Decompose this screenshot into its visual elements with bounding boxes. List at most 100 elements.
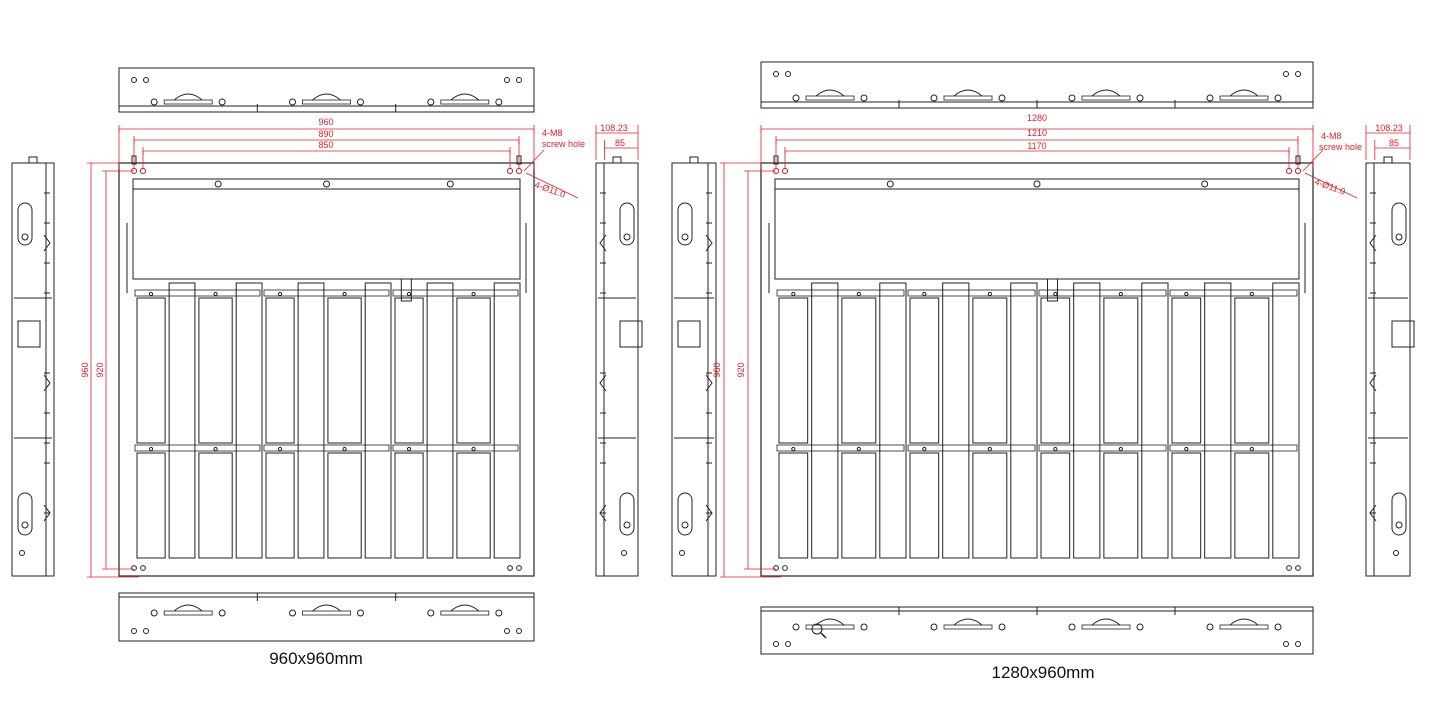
right-dimensions-leader (1304, 172, 1358, 199)
dim-height-total-right: 960 (712, 362, 722, 377)
right-front-view-module-panel (841, 452, 877, 559)
left-side-view-b-outline (595, 162, 639, 577)
left-front-view-module-screw (342, 291, 347, 297)
right-front-view-bottom-hole (1286, 565, 1292, 571)
left-front-view-rib (493, 282, 521, 559)
left-front-view-power-box-screw (214, 180, 222, 188)
left-side-view-a-handle-hole (21, 521, 29, 529)
right-top-profile-hole (1295, 71, 1301, 77)
note-screw-right: 4-M8 (1321, 131, 1342, 141)
right-side-view-b-handle-hole (1395, 521, 1403, 529)
right-bottom-profile-hole (773, 641, 779, 647)
left-front-view-module-screw (406, 446, 412, 452)
right-top-profile-boss-base (1081, 95, 1131, 101)
left-front-view-corner-hole (139, 167, 147, 175)
right-front-view-module-rail (776, 444, 905, 452)
note-screw-hole-right: screw hole (1319, 142, 1362, 152)
cabinet-960x960 (11, 67, 643, 642)
right-front-view-module-panel (1103, 452, 1139, 559)
left-front-view-rib (297, 282, 325, 559)
right-front-view-module-panel (778, 297, 809, 444)
left-side-view-b-lock (599, 234, 607, 252)
right-front-view-rib (811, 282, 839, 559)
left-bottom-profile-outline (118, 592, 535, 642)
left-front-view-module-panel (456, 452, 491, 559)
left-side-view-b (595, 156, 643, 577)
left-front-view-power-box-screw (446, 180, 454, 188)
right-bottom-profile-boss-base (1219, 624, 1269, 630)
left-front-view-module-panel (136, 452, 166, 559)
right-side-view-a (671, 156, 717, 577)
right-side-view-a-handle-hole (681, 521, 689, 529)
left-bottom-profile-hole (131, 628, 137, 634)
left-front-view-module-panel (265, 452, 295, 559)
right-front-view-module-screw (922, 291, 927, 297)
right-top-profile-clamp (1068, 94, 1076, 102)
right-dimensions-leader (1302, 149, 1324, 172)
right-top-profile-hole (773, 71, 779, 77)
left-top-profile-outline (118, 67, 535, 113)
right-bottom-profile-clamp (930, 623, 938, 631)
left-side-view-b-connector-box (619, 320, 643, 348)
right-dimensions (720, 125, 1411, 578)
left-front-view-data-connector (400, 278, 412, 302)
side-dim-inner-left: 85 (615, 138, 625, 148)
left-front-view-module-panel (327, 297, 362, 444)
right-side-view-a-top-pin (689, 156, 699, 164)
left-front-view (118, 155, 535, 577)
right-front-view-power-box-screw (886, 180, 894, 188)
right-bottom-profile (760, 606, 1314, 655)
right-side-view-b-top-pin (1383, 156, 1393, 164)
left-front-view-bottom-hole (516, 565, 522, 571)
left-top-profile-hole (143, 77, 149, 83)
right-side-view-b-lock (1369, 504, 1377, 522)
left-front-view-module-screw (213, 291, 218, 297)
left-front-view-module-screw (471, 291, 476, 297)
left-front-view-corner-hole (515, 167, 523, 175)
right-bottom-profile-clamp (860, 623, 868, 631)
left-top-profile-lifting-boss (173, 93, 203, 101)
side-dim-total-left: 108.23 (600, 123, 628, 133)
left-bottom-profile (118, 592, 535, 642)
left-front-view-module-rail (392, 289, 519, 297)
left-front-view-module-rail (392, 444, 519, 452)
left-side-view-b-lock (599, 504, 607, 522)
right-top-profile-boss-base (943, 95, 993, 101)
left-side-view-a-lock (43, 234, 51, 252)
left-top-profile-hole (504, 77, 510, 83)
right-top-profile-clamp (1136, 94, 1144, 102)
left-side-view-b-hole (621, 550, 627, 556)
left-front-view-rib (235, 282, 263, 559)
left-front-view-module-screw (471, 446, 476, 452)
dim-width-mid-right: 1210 (1027, 128, 1047, 138)
right-side-view-b-lock (1369, 374, 1377, 392)
right-front-view-module-rail (907, 444, 1036, 452)
right-bottom-profile-clamp (1206, 623, 1214, 631)
left-front-view-module-screw (342, 446, 347, 452)
right-front-view-module-panel (1171, 452, 1202, 559)
right-bottom-profile-boss-base (805, 624, 855, 630)
right-front-view-module-screw (1184, 446, 1189, 452)
right-side-view-a-lock (705, 504, 713, 522)
left-front-view-module-panel (136, 297, 166, 444)
dim-height-inner-left: 920 (95, 362, 105, 377)
right-front-view-module-screw (1249, 291, 1254, 297)
left-front-view-module-rail (134, 444, 261, 452)
right-front-view-rib (1141, 282, 1169, 559)
right-front-view-module-panel (1040, 452, 1071, 559)
left-front-view-module-rail (134, 289, 261, 297)
right-bottom-profile-clamp (998, 623, 1006, 631)
right-front-view-module-screw (791, 291, 796, 297)
right-top-profile-hole (1283, 71, 1289, 77)
right-front-view-module-panel (1103, 297, 1139, 444)
left-bottom-profile-clamp (150, 609, 158, 617)
right-side-view-b-handle-slot (1391, 492, 1407, 536)
right-side-view-a-connector-box (677, 320, 701, 348)
dim-width-total-right: 1280 (1027, 113, 1047, 123)
right-top-profile-lifting-boss (953, 89, 983, 97)
left-top-profile-hole (516, 77, 522, 83)
right-front-view-corner-hole (1285, 167, 1293, 175)
dim-width-mid-left: 890 (318, 129, 333, 139)
right-front-view-corner-hole (781, 167, 789, 175)
left-side-view-a-top-pin (28, 156, 38, 164)
